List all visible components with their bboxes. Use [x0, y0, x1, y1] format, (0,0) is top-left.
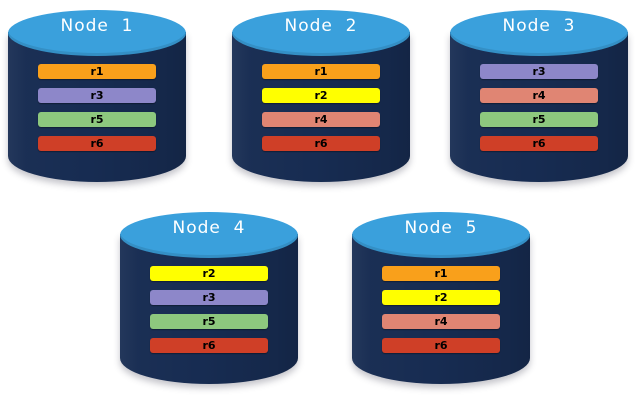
replica-bar-r5[interactable]: r5 — [150, 314, 268, 329]
replica-list: r2 r3 r5 r6 — [150, 266, 268, 353]
replica-bar-r5[interactable]: r5 — [38, 112, 156, 127]
replica-bar-r1[interactable]: r1 — [262, 64, 380, 79]
replica-bar-r5[interactable]: r5 — [480, 112, 598, 127]
replica-bar-r3[interactable]: r3 — [480, 64, 598, 79]
replica-bar-r4[interactable]: r4 — [382, 314, 500, 329]
replica-bar-r4[interactable]: r4 — [262, 112, 380, 127]
cylinder-body — [120, 234, 298, 384]
replica-bar-r6[interactable]: r6 — [150, 338, 268, 353]
cylinder-body — [450, 32, 628, 182]
cylinder-top-ellipse — [120, 212, 298, 258]
replica-bar-r6[interactable]: r6 — [382, 338, 500, 353]
cylinder-body — [8, 32, 186, 182]
cylinder-top-ellipse — [352, 212, 530, 258]
replica-list: r1 r3 r5 r6 — [38, 64, 156, 151]
replica-bar-r2[interactable]: r2 — [150, 266, 268, 281]
node-label: Node 3 — [502, 16, 576, 36]
node-cylinder-1[interactable]: Node 1 r1 r3 r5 r6 — [6, 8, 188, 198]
replica-bar-r6[interactable]: r6 — [480, 136, 598, 151]
node-label: Node 2 — [284, 16, 358, 36]
replica-bar-r1[interactable]: r1 — [38, 64, 156, 79]
cylinder-top-ellipse — [232, 10, 410, 56]
node-label: Node 4 — [172, 218, 246, 238]
replica-bar-r6[interactable]: r6 — [38, 136, 156, 151]
node-cylinder-2[interactable]: Node 2 r1 r2 r4 r6 — [230, 8, 412, 198]
cylinder-top-ellipse — [450, 10, 628, 56]
node-cylinder-4[interactable]: Node 4 r2 r3 r5 r6 — [118, 210, 300, 400]
replica-bar-r2[interactable]: r2 — [262, 88, 380, 103]
node-label: Node 5 — [404, 218, 478, 238]
replica-bar-r4[interactable]: r4 — [480, 88, 598, 103]
replica-bar-r2[interactable]: r2 — [382, 290, 500, 305]
replica-bar-r1[interactable]: r1 — [382, 266, 500, 281]
cylinder-body — [352, 234, 530, 384]
replica-list: r3 r4 r5 r6 — [480, 64, 598, 151]
node-cylinder-5[interactable]: Node 5 r1 r2 r4 r6 — [350, 210, 532, 400]
cylinder-top-ellipse — [8, 10, 186, 56]
replica-bar-r3[interactable]: r3 — [38, 88, 156, 103]
replica-bar-r3[interactable]: r3 — [150, 290, 268, 305]
replica-bar-r6[interactable]: r6 — [262, 136, 380, 151]
replica-list: r1 r2 r4 r6 — [382, 266, 500, 353]
node-cylinder-3[interactable]: Node 3 r3 r4 r5 r6 — [448, 8, 630, 198]
replica-list: r1 r2 r4 r6 — [262, 64, 380, 151]
node-label: Node 1 — [60, 16, 134, 36]
cylinder-body — [232, 32, 410, 182]
